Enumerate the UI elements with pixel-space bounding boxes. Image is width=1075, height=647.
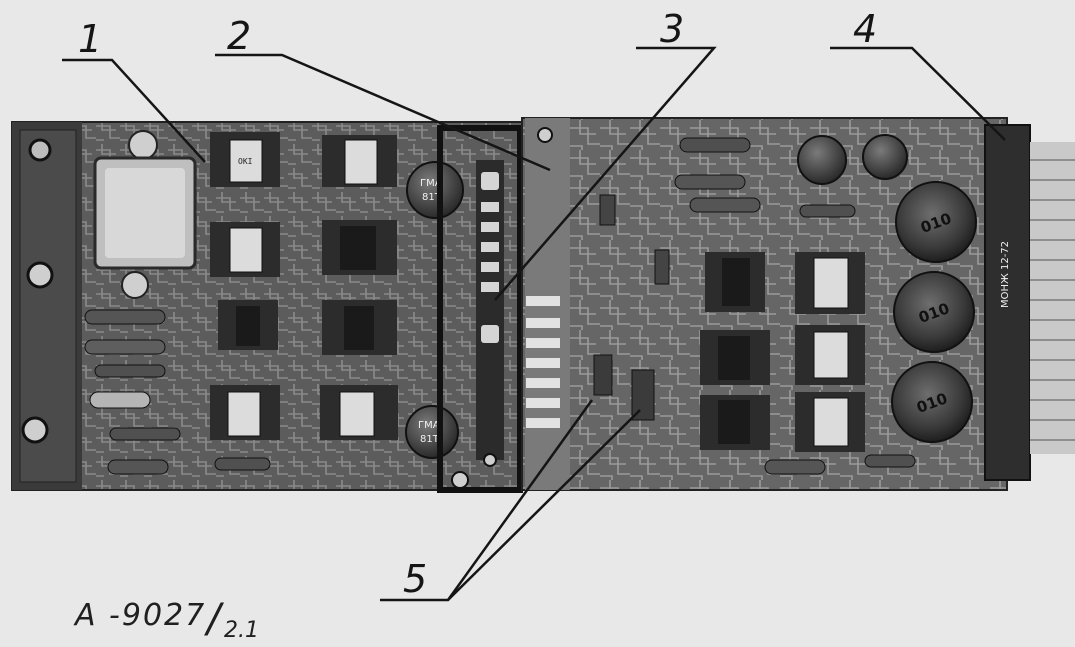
ic-chip: [322, 220, 397, 275]
ic-chip: [700, 395, 770, 450]
board-edge-frame: [437, 125, 523, 493]
left-board: OKI: [11, 121, 523, 493]
ic-chip: OKI: [210, 132, 280, 187]
svg-text:ГМА: ГМА: [418, 420, 440, 431]
inductor-coil: 010: [893, 271, 975, 353]
transistor-can: ГМА 81Т: [406, 161, 464, 219]
svg-text:81Т: 81Т: [422, 192, 442, 203]
ic-chip: [322, 300, 397, 355]
ic-chip: [795, 392, 865, 452]
right-board: 010 010 010 МОНЖ 12-72: [521, 117, 1075, 491]
inductor-coil: 010: [895, 181, 977, 263]
callout-label-5: 5: [403, 557, 428, 601]
svg-text:ГМА: ГМА: [420, 178, 442, 189]
figure-caption: A -9027: [75, 598, 207, 633]
ic-chip: [322, 135, 397, 187]
svg-text:МОНЖ 12-72: МОНЖ 12-72: [1000, 241, 1011, 308]
capacitor: [862, 134, 908, 180]
ic-chip: [210, 385, 280, 440]
callout-label-2: 2: [227, 14, 252, 58]
ic-chip: [795, 325, 865, 385]
figure-caption-slash: /: [207, 596, 221, 642]
small-component: [593, 354, 613, 396]
edge-connector: МОНЖ 12-72: [984, 124, 1075, 481]
ic-chip: [218, 300, 278, 350]
ic-chip: [705, 252, 765, 312]
ic-chip: [320, 385, 398, 440]
svg-text:OKI: OKI: [238, 157, 253, 166]
callout-label-1: 1: [78, 17, 103, 61]
ic-chip: [210, 222, 280, 277]
capacitor: [797, 135, 847, 185]
callout-label-3: 3: [660, 7, 685, 51]
svg-text:81Т: 81Т: [420, 434, 440, 445]
figure-caption-sub: 2.1: [224, 618, 259, 643]
resistor: [84, 309, 271, 475]
small-component: [631, 369, 655, 421]
ic-chip: [795, 252, 865, 314]
callout-leaders: [62, 46, 1006, 602]
inductor-coil: 010: [891, 361, 973, 443]
callout-label-4: 4: [853, 7, 878, 51]
ic-chip: [700, 330, 770, 385]
transistor-can: ГМА 81Т: [405, 405, 459, 459]
